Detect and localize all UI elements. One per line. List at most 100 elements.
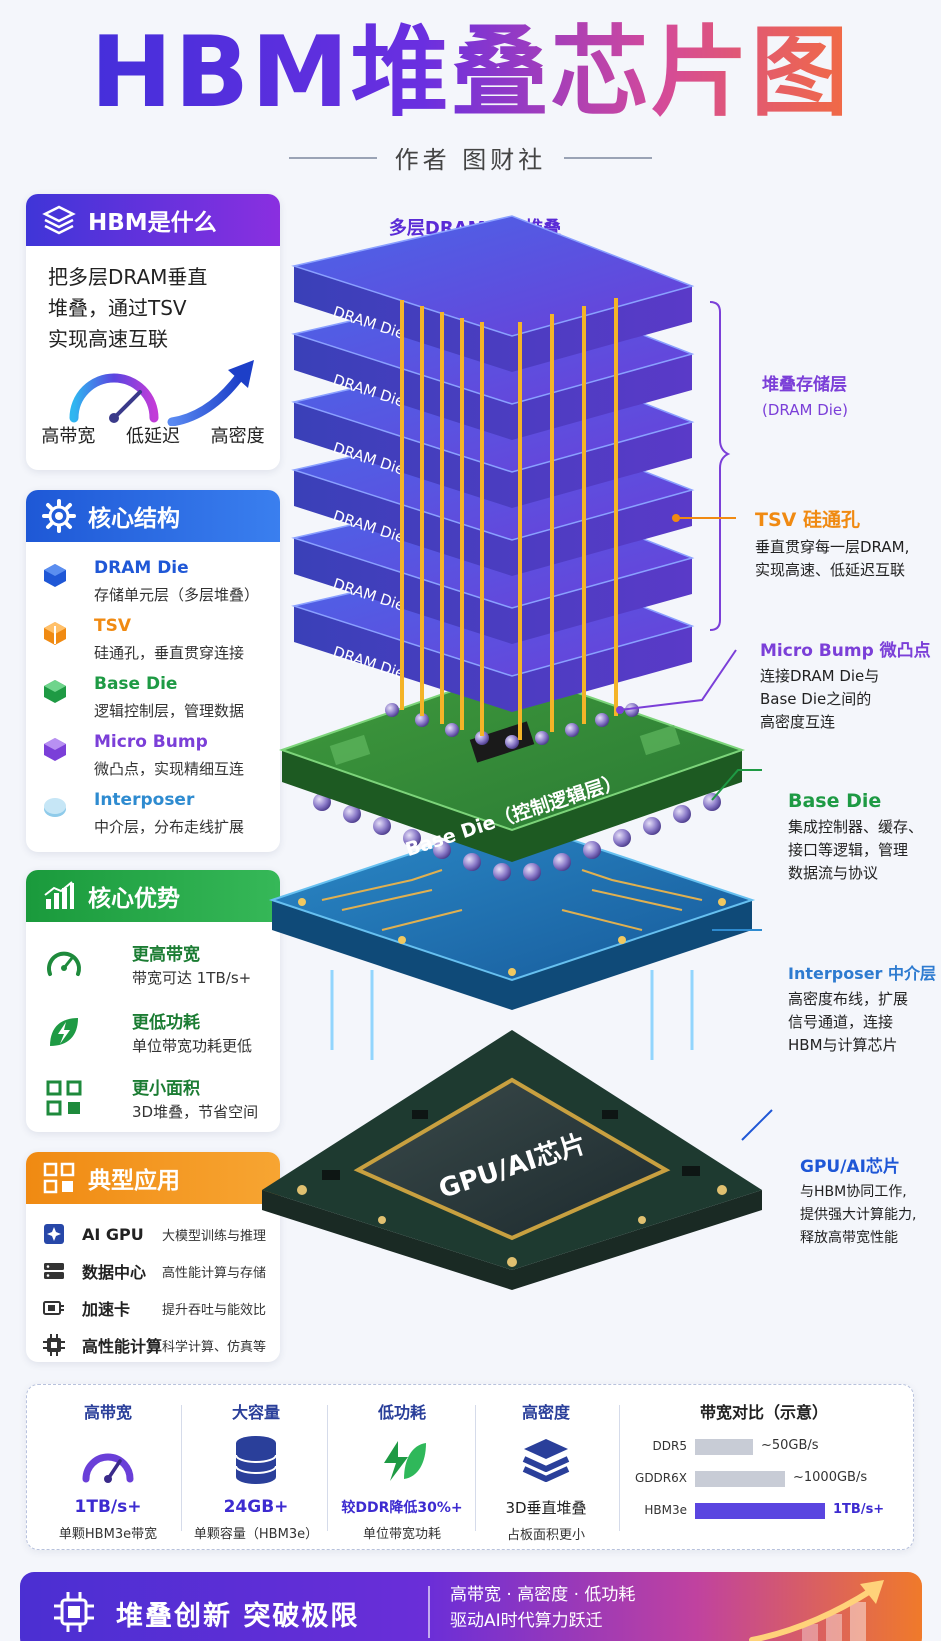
structure-item-name: Base Die (94, 674, 178, 694)
structure-item-desc: 硅通孔，垂直贯穿连接 (94, 644, 245, 662)
structure-item-desc: 存储单元层（多层堆叠） (94, 586, 260, 604)
label-high-bandwidth: 高带宽 (41, 426, 96, 447)
bump-leader (619, 649, 737, 711)
stat-divider (327, 1405, 328, 1531)
structure-item-base-die: Base Die 逻辑控制层，管理数据 (42, 674, 272, 732)
structure-item-name: TSV (94, 616, 131, 636)
annotation-title: Micro Bump 微凸点 (760, 641, 931, 661)
structure-item-dram: DRAM Die 存储单元层（多层堆叠） (42, 558, 272, 616)
stat-title: 高带宽 (83, 1403, 132, 1422)
tsv-columns (400, 298, 618, 740)
label-low-latency: 低延迟 (125, 426, 180, 447)
application-desc: 大模型训练与推理 (162, 1228, 267, 1244)
annotation-desc-line: 接口等逻辑，管理 (788, 841, 909, 859)
what-is-hbm-line: 堆叠，通过TSV (48, 296, 187, 320)
advantage-item-desc: 单位带宽功耗更低 (132, 1037, 253, 1055)
annotation-tsv: TSV 硅通孔 垂直贯穿每一层DRAM, 实现高速、低延迟互联 (755, 505, 935, 582)
stat-power: 低功耗 较DDR降低30%+ 单位带宽功耗 (327, 1385, 477, 1551)
core-advantages-title: 核心优势 (88, 886, 180, 912)
annotation-title: Interposer 中介层 (788, 964, 937, 983)
stat-divider (619, 1405, 620, 1531)
accelerator-card-icon (43, 1301, 64, 1315)
advantage-item-desc: 带宽可达 1TB/s+ (132, 969, 252, 987)
label-high-density: 高密度 (210, 426, 265, 447)
stat-capacity: 大容量 24GB+ 单颗容量（HBM3e） (181, 1385, 331, 1551)
annotation-desc-line: 实现高速、低延迟互联 (755, 561, 906, 579)
author-divider-right (564, 156, 653, 159)
annotation-desc-line: 提供强大计算能力, (800, 1207, 917, 1223)
application-name: 高性能计算 (82, 1337, 163, 1356)
stat-sub: 单颗HBM3e带宽 (58, 1527, 158, 1542)
banner-line: 驱动AI时代算力跃迁 (450, 1611, 603, 1631)
bandwidth-bar (695, 1471, 785, 1487)
layers-icon (42, 205, 76, 235)
annotation-stack: 堆叠存储层 (DRAM Die) (762, 370, 941, 422)
annotation-micro-bump: Micro Bump 微凸点 连接DRAM Die与 Base Die之间的 高… (760, 636, 940, 734)
annotation-title: Base Die (788, 790, 882, 812)
application-desc: 提升吞吐与能效比 (162, 1302, 267, 1318)
annotation-desc-line: Base Die之间的 (760, 690, 872, 708)
stat-sub: 占板面积更小 (506, 1528, 585, 1543)
base-leader (711, 769, 762, 801)
application-desc: 科学计算、仿真等 (162, 1339, 267, 1355)
core-structure-header: 核心结构 (26, 490, 280, 542)
ai-gpu-icon (44, 1224, 64, 1244)
annotation-desc-line: 连接DRAM Die与 (760, 667, 880, 685)
advantage-item-area: 更小面积 3D堆叠，节省空间 (44, 1074, 272, 1130)
annotation-subtitle: (DRAM Die) (762, 401, 848, 419)
leaf-bolt-icon (384, 1441, 426, 1481)
application-item: AI GPU 大模型训练与推理 (42, 1218, 274, 1250)
chip-icon (54, 1592, 94, 1632)
what-is-hbm-card: HBM是什么 把多层DRAM垂直 堆叠，通过TSV 实现高速互联 高带宽 低延迟… (26, 194, 280, 470)
stat-divider (475, 1405, 476, 1531)
advantage-item-bandwidth: 更高带宽 带宽可达 1TB/s+ (44, 940, 272, 996)
stat-title: 大容量 (231, 1403, 280, 1422)
annotation-desc-line: 数据流与协议 (788, 864, 879, 882)
bandwidth-bar (695, 1503, 825, 1519)
advantage-item-name: 更高带宽 (132, 945, 200, 965)
signal-beams (330, 970, 694, 1060)
author-divider-left (288, 156, 377, 159)
core-structure-card: 核心结构 DRAM Die 存储单元层（多层堆叠） TSV 硅通孔，垂直贯穿连接… (26, 490, 280, 852)
stat-title: 低功耗 (377, 1403, 426, 1422)
stats-panel: 高带宽 1TB/s+ 单颗HBM3e带宽 大容量 24GB+ 单颗容量（HBM3… (26, 1384, 914, 1550)
stat-divider (181, 1405, 182, 1531)
bandwidth-value-label: ~50GB/s (761, 1438, 819, 1453)
structure-item-desc: 逻辑控制层，管理数据 (94, 702, 245, 720)
speedometer-icon (82, 1453, 134, 1483)
structure-item-name: Micro Bump (94, 732, 208, 752)
layers-icon (522, 1439, 570, 1482)
stat-bandwidth: 高带宽 1TB/s+ 单颗HBM3e带宽 (33, 1385, 183, 1551)
interposer-disc-icon (44, 798, 66, 817)
structure-item-tsv: TSV 硅通孔，垂直贯穿连接 (42, 616, 272, 674)
micro-bumps-lower (313, 793, 721, 881)
annotation-desc-line: 与HBM协同工作, (800, 1184, 907, 1200)
application-name: 加速卡 (82, 1300, 131, 1319)
advantage-item-desc: 3D堆叠，节省空间 (132, 1103, 259, 1121)
annotation-title: TSV 硅通孔 (755, 509, 860, 531)
what-is-hbm-line: 把多层DRAM垂直 (48, 265, 208, 289)
page-title: HBM堆叠芯片图 (0, 14, 941, 132)
growth-arrow-icon (749, 1580, 884, 1641)
annotation-title: GPU/AI芯片 (800, 1157, 900, 1177)
structure-item-desc: 中介层，分布走线扩展 (94, 818, 245, 836)
bandwidth-row: GDDR6X~1000GB/s (619, 1467, 909, 1491)
interposer-layer (268, 818, 756, 1010)
micro-bumps-upper (385, 703, 639, 749)
bar-chart-icon (44, 881, 74, 909)
stat-sub: 单位带宽功耗 (362, 1527, 441, 1542)
stat-value: 3D垂直堆叠 (505, 1499, 587, 1517)
bandwidth-row: DDR5~50GB/s (619, 1435, 909, 1459)
banner-text: 高带宽 · 高密度 · 低功耗 驱动AI时代算力跃迁 (450, 1582, 635, 1634)
application-desc: 高性能计算与存储 (162, 1265, 267, 1281)
author-row: 作者 图财社 (0, 140, 941, 175)
application-name: AI GPU (82, 1224, 144, 1244)
application-name: 数据中心 (82, 1263, 147, 1282)
stat-density: 高密度 3D垂直堆叠 占板面积更小 (471, 1385, 621, 1551)
what-is-hbm-title: HBM是什么 (88, 210, 217, 236)
advantage-item-power: 更低功耗 单位带宽功耗更低 (44, 1008, 272, 1064)
speedometer-icon (69, 373, 159, 423)
annotation-desc-line: 释放高带宽性能 (800, 1230, 898, 1246)
banner-line: 高带宽 · 高密度 · 低功耗 (450, 1585, 636, 1605)
